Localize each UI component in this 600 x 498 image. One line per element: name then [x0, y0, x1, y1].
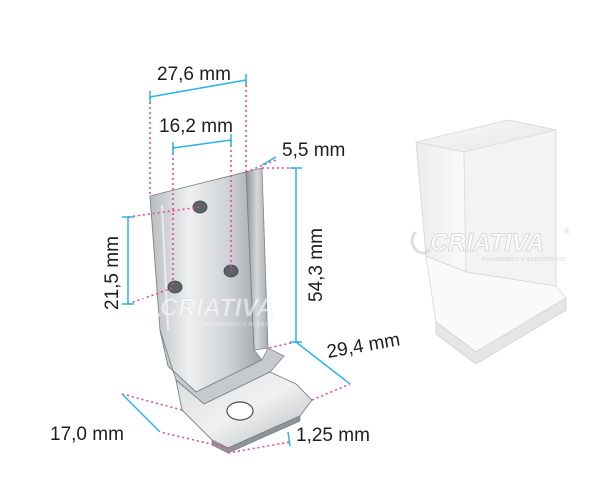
label-height-holes: 21,5 mm	[102, 236, 123, 310]
dim-line-width-holes	[172, 139, 232, 149]
dimension-labels: 27,6 mm 16,2 mm 5,5 mm 54,3 mm 21,5 mm 2…	[50, 64, 402, 446]
dim-line-depth	[295, 341, 351, 385]
guide-top-back	[245, 159, 277, 173]
watermark-swirl-icon	[410, 230, 431, 255]
label-base-width: 17,0 mm	[50, 424, 124, 445]
label-height-total: 54,3 mm	[306, 228, 327, 302]
label-thickness-top: 5,5 mm	[282, 140, 345, 161]
label-width-outer: 27,6 mm	[157, 64, 231, 85]
guide-lines	[121, 80, 351, 454]
label-width-holes: 16,2 mm	[159, 116, 233, 137]
label-thickness-base: 1,25 mm	[296, 425, 370, 446]
watermark-brand-bracket: CRIATIVA	[160, 294, 274, 322]
watermark-brand-cap: CRIATIVA	[430, 229, 544, 257]
watermark-tagline-bracket: PUXADORES E ACESSÓRIOS	[204, 321, 288, 328]
watermark-bracket: CRIATIVA PUXADORES E ACESSÓRIOS	[140, 294, 288, 328]
guide-base-front	[159, 431, 229, 449]
guide-base-bottom	[267, 341, 297, 349]
dim-line-thickness-base	[287, 431, 291, 447]
guide-depth-end	[311, 383, 351, 401]
label-depth: 29,4 mm	[325, 329, 401, 363]
watermark-registered-mark: ®	[564, 227, 570, 236]
dim-line-width-outer	[149, 79, 247, 98]
watermark-cap: CRIATIVA ® PUXADORES E ACESSÓRIOS	[410, 227, 570, 263]
guide-thickness	[227, 441, 291, 454]
guide-hole-top-h	[127, 206, 201, 218]
mounting-hole-lower	[167, 280, 183, 294]
cap-base-edge	[435, 297, 567, 365]
dim-line-base-width	[121, 393, 161, 433]
mounting-hole-top	[192, 200, 208, 214]
watermark-tagline-cap: PUXADORES E ACESSÓRIOS	[482, 256, 566, 263]
bracket-highlight	[161, 204, 169, 331]
guide-base-left	[121, 393, 183, 411]
guide-hole-lower-h	[127, 286, 176, 305]
watermark-swirl-icon	[140, 294, 161, 319]
steel-bracket	[149, 167, 313, 454]
plastic-cover-cap	[415, 119, 567, 365]
base-slot-hole	[226, 401, 254, 421]
dimension-lines	[121, 74, 351, 447]
dim-line-thickness-top	[261, 156, 277, 166]
